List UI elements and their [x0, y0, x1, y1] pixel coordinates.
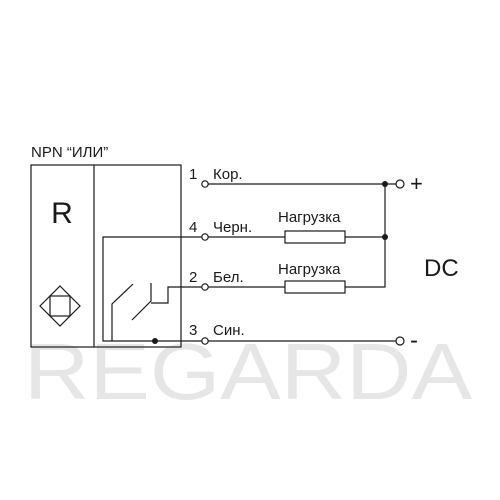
supply-label: DC	[424, 255, 459, 282]
wire-load-common	[383, 184, 386, 288]
sensor-element-square-icon	[49, 295, 71, 317]
supply-minus-sign: -	[410, 327, 418, 354]
supply-terminal-plus	[395, 179, 405, 189]
diagram-title: NPN “ИЛИ”	[31, 144, 108, 161]
watermark: REGARDA	[24, 327, 473, 416]
internal-wire-white	[151, 286, 202, 304]
load-resistor-2	[284, 280, 346, 294]
sensor-element-diamond-icon	[39, 285, 81, 327]
terminal-number-1: 1	[189, 166, 197, 183]
junction-dot-switch	[152, 338, 158, 344]
wire-label-2: Бел.	[213, 269, 244, 286]
sensor-body-outline	[30, 164, 182, 348]
terminal-number-2: 2	[189, 269, 197, 286]
switch-contact-1	[111, 283, 134, 324]
load-label-2: Нагрузка	[278, 261, 341, 278]
terminal-circle-2	[201, 283, 209, 291]
load-resistor-1	[284, 230, 346, 244]
junction-dot-plus	[382, 181, 388, 187]
supply-terminal-minus	[395, 336, 405, 346]
terminal-circle-4	[201, 233, 209, 241]
terminal-number-3: 3	[189, 322, 197, 339]
load-label-1: Нагрузка	[278, 209, 341, 226]
terminal-number-4: 4	[189, 219, 197, 236]
terminal-circle-3	[201, 337, 209, 345]
wire-label-4: Черн.	[213, 219, 252, 236]
sensor-letter: R	[51, 197, 73, 230]
terminal-circle-1	[201, 180, 209, 188]
junction-dot-load1	[382, 234, 388, 240]
switch-contact-2	[131, 283, 152, 321]
supply-plus-sign: +	[410, 171, 423, 196]
wire-label-1: Кор.	[213, 166, 243, 183]
internal-wire-black	[102, 236, 202, 342]
wire-label-3: Син.	[213, 322, 245, 339]
